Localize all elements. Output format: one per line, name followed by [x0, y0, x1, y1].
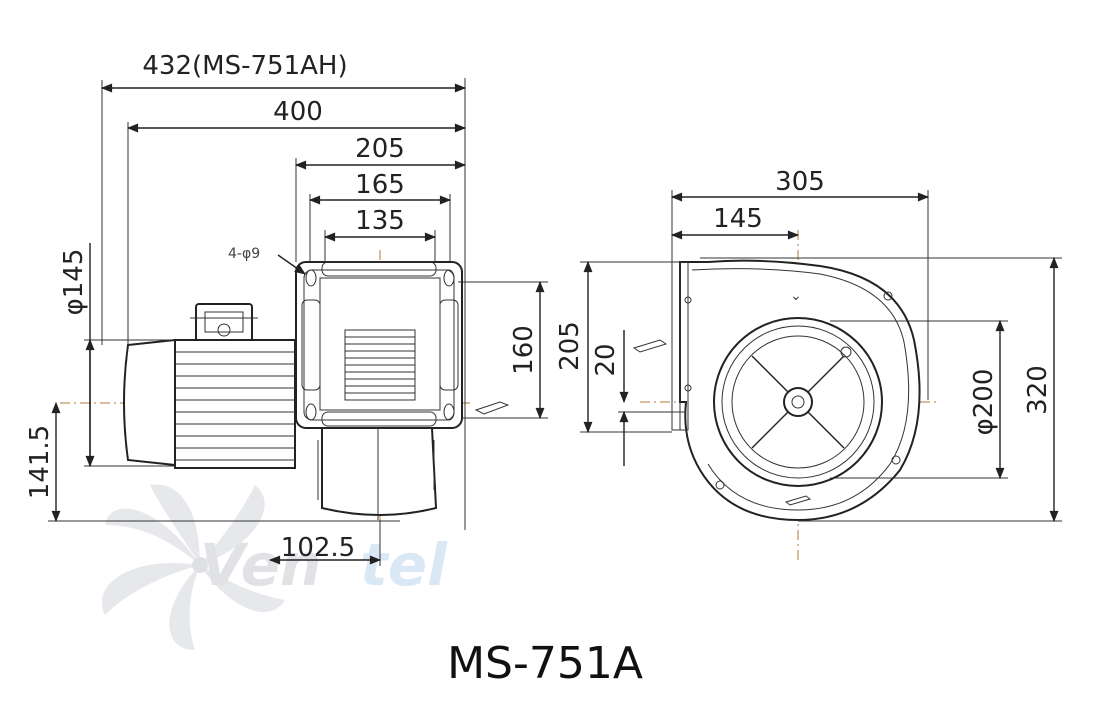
airflow-arrow-icon [784, 495, 812, 506]
dim-flange-outer: 205 [355, 134, 405, 164]
fan-blades-icon [101, 484, 285, 650]
dim-inlet-dia: φ200 [969, 369, 999, 436]
motor-endcap [123, 338, 176, 467]
mount-hole-icon [305, 269, 317, 287]
hole-note: 4-φ9 [228, 246, 260, 262]
mount-hole-icon [305, 403, 317, 421]
blower-outlet-side [317, 427, 438, 520]
terminal-box [190, 303, 258, 343]
watermark-text-left: Ven [200, 531, 321, 599]
hole-leader [277, 254, 306, 275]
mount-hole-icon [715, 480, 725, 490]
rotation-mark: ⌄ [790, 288, 802, 304]
dim-overall: 400 [273, 97, 323, 127]
mount-hole-icon [891, 455, 901, 465]
dim-outlet-height: 205 [555, 321, 585, 371]
dim-center-height: 141.5 [25, 425, 55, 499]
dim-flange-mid: 165 [355, 170, 405, 200]
front-view: ⌄ 305 145 205 20 φ200 320 [555, 167, 1062, 560]
dim-to-center: 145 [713, 204, 763, 234]
motor-body [174, 339, 296, 469]
mount-hole-icon [443, 269, 455, 287]
dim-overall-ah: 432(MS-751AH) [142, 51, 347, 81]
blower-housing-side [295, 261, 463, 429]
watermark-logo: Ven tel [101, 484, 448, 650]
mount-hole-icon [883, 291, 893, 301]
dim-motor-dia: φ145 [59, 249, 89, 316]
dim-total-height: 320 [1023, 365, 1053, 415]
airflow-arrow-icon [474, 401, 510, 415]
mount-hole-icon [443, 403, 455, 421]
dim-height-flange: 160 [509, 325, 539, 375]
dim-small: 20 [591, 343, 621, 376]
airflow-arrow-icon [632, 339, 668, 353]
dim-width: 305 [775, 167, 825, 197]
side-view: 432(MS-751AH) 400 205 165 135 4-φ9 160 φ [25, 51, 548, 566]
watermark-text-right: tel [360, 531, 448, 599]
dim-flange-inner: 135 [355, 206, 405, 236]
model-title: MS-751A [447, 638, 643, 689]
inlet [713, 317, 883, 487]
dim-offset: 102.5 [281, 533, 355, 563]
screw-icon [840, 346, 852, 358]
